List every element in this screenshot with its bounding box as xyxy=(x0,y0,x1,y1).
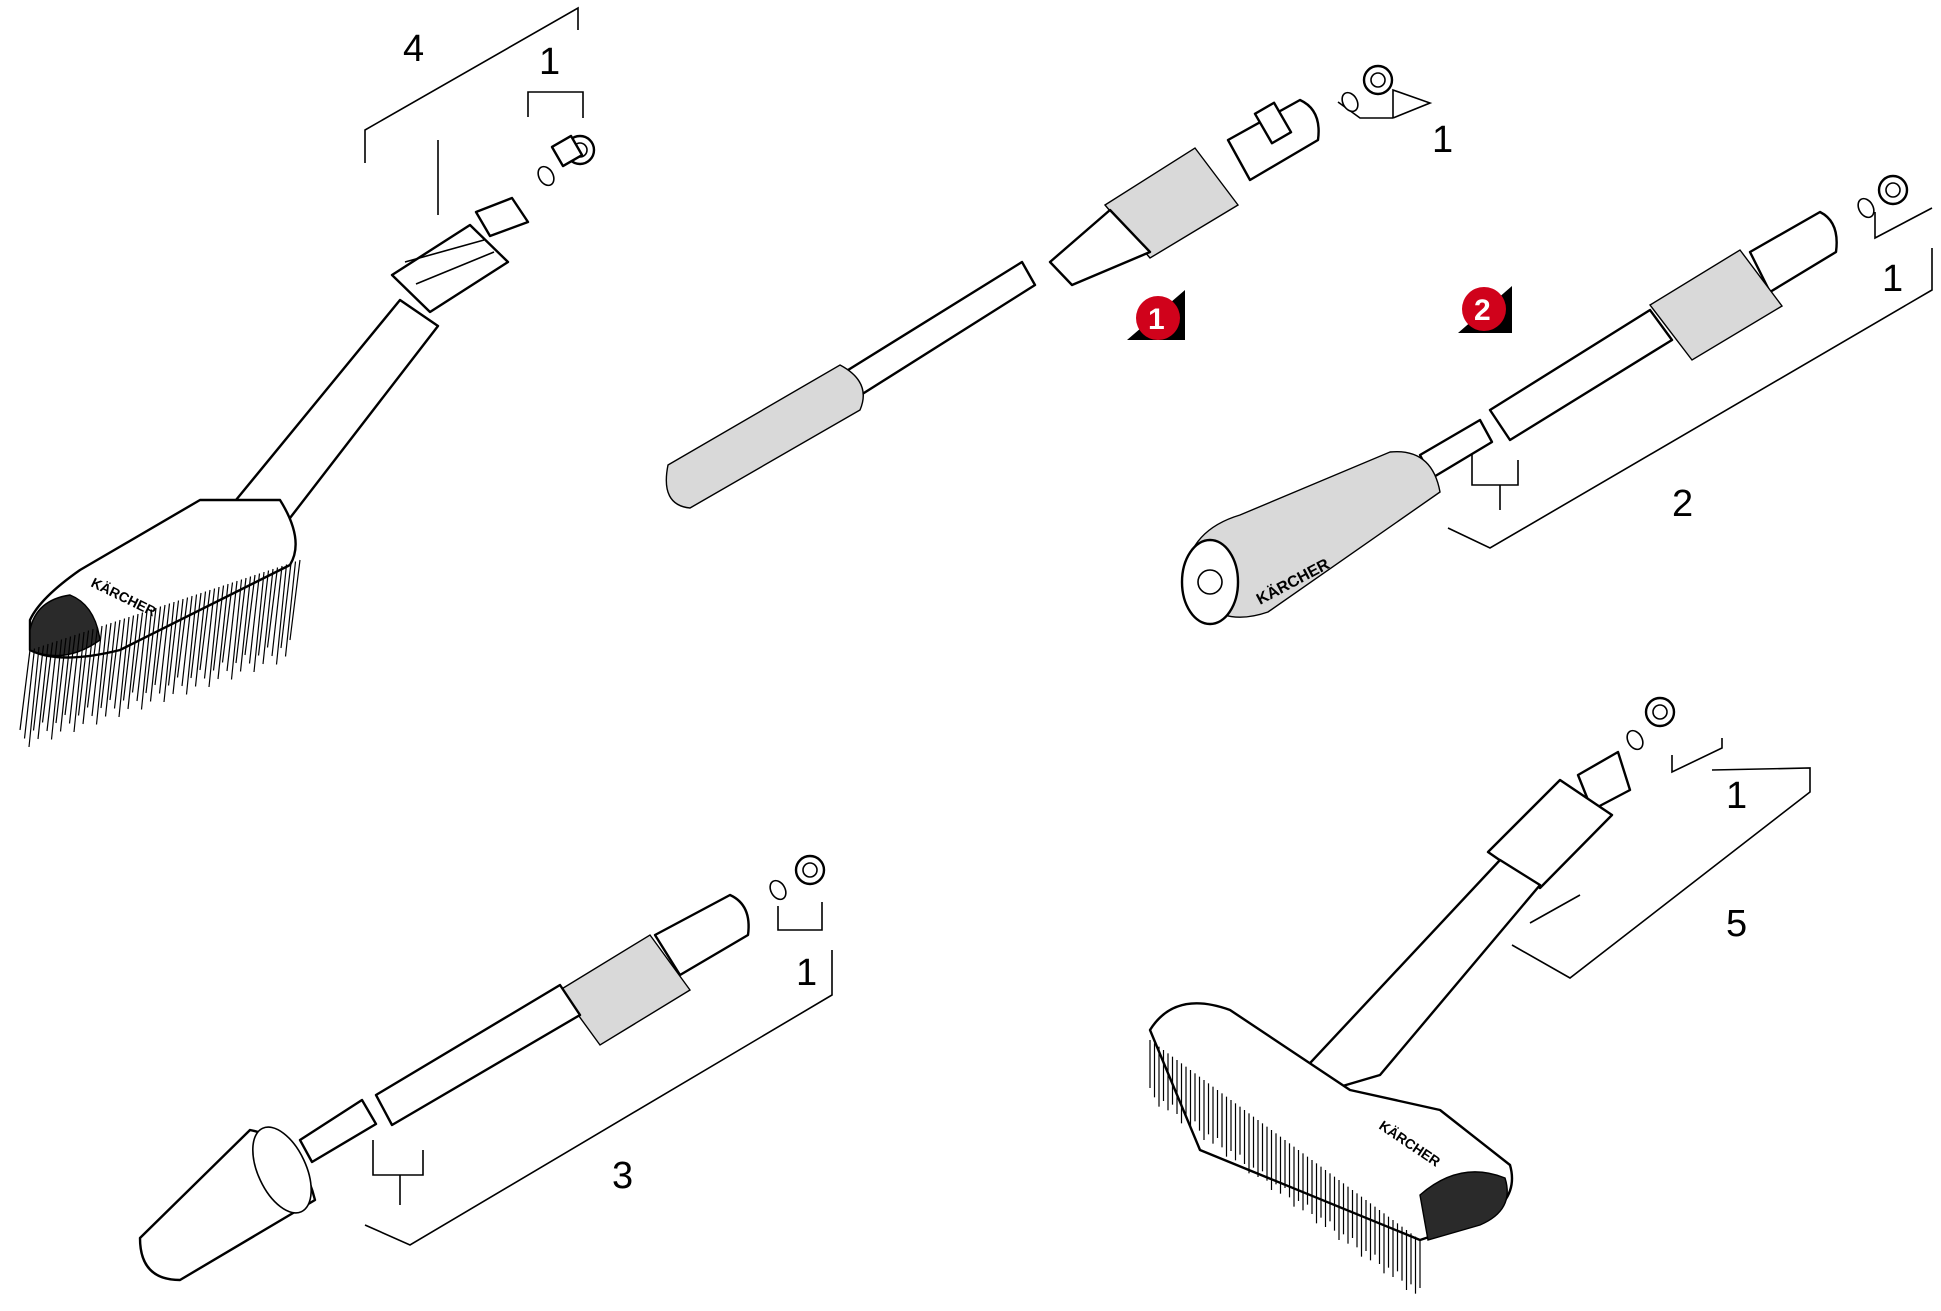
o-ring-bottom-right xyxy=(1626,729,1644,751)
brush-head xyxy=(28,498,297,659)
o-ring-bottom-left xyxy=(769,879,787,901)
lance-connector-bottom-left xyxy=(653,893,750,977)
wide-brush-bristles xyxy=(1149,1040,1421,1294)
nozzle-right xyxy=(1877,174,1909,206)
bracket-item-5 xyxy=(1511,767,1811,979)
badge-2-label: 2 xyxy=(1474,294,1491,327)
o-ring-center-top xyxy=(1341,91,1359,113)
lance-tube-lower xyxy=(838,260,1037,400)
nozzle-center-top xyxy=(1362,64,1394,96)
brush-bristles xyxy=(19,559,301,748)
bracket-item-3 xyxy=(364,950,833,1246)
spray-lance-top xyxy=(665,64,1433,509)
lance-tube-right-upper xyxy=(1488,308,1674,442)
item-3-rotor-lance xyxy=(138,854,833,1282)
bracket-nozzle-right xyxy=(1874,207,1933,240)
callout-3: 3 xyxy=(612,1155,633,1197)
badge-1-circle xyxy=(1136,296,1180,340)
callout-1-bottom-right: 1 xyxy=(1726,775,1747,817)
bracket-nozzle-bottom-right xyxy=(1671,738,1723,774)
lance-grip-bottom-left xyxy=(558,934,692,1046)
badge-2-circle xyxy=(1462,287,1506,331)
o-ring-top-left xyxy=(537,165,555,187)
lance-tube-upper xyxy=(1048,208,1152,287)
item-2-power-lance: KÄRCHER xyxy=(1180,174,1933,626)
callout-1-top-left: 1 xyxy=(539,41,560,83)
callout-1-right: 1 xyxy=(1882,258,1903,300)
nozzle-bottom-right xyxy=(1644,696,1676,728)
coupling-nut xyxy=(390,223,510,314)
nozzle-top-left xyxy=(550,134,596,168)
callout-2: 2 xyxy=(1672,483,1693,525)
lance-tube-bottom-left xyxy=(374,983,582,1127)
callout-5: 5 xyxy=(1726,903,1747,945)
item-4-wash-brush: KÄRCHER xyxy=(19,6,596,748)
bracket-item-4 xyxy=(364,6,579,163)
lance-grip-right xyxy=(1648,249,1784,361)
o-ring-right xyxy=(1857,197,1875,219)
bracket-item-2 xyxy=(1447,248,1933,549)
bracket-nozzle-bottom-left xyxy=(777,902,823,931)
badge-2: 2 xyxy=(1458,286,1512,333)
wide-brush-cap xyxy=(1419,1171,1508,1241)
item-5-wide-wash-brush: KÄRCHER xyxy=(1148,696,1811,1294)
callout-1-center-top: 1 xyxy=(1432,119,1453,161)
badge-1: 1 xyxy=(1127,290,1185,340)
wide-brush-handle xyxy=(1266,858,1542,1110)
lance-connector-right xyxy=(1748,210,1838,294)
coupling-tip xyxy=(474,196,530,238)
lance-handle xyxy=(665,364,864,509)
bracket-nozzle-top-left xyxy=(527,91,584,118)
callout-1-bottom-left: 1 xyxy=(796,952,817,994)
callout-4: 4 xyxy=(403,28,424,70)
badge-1-label: 1 xyxy=(1148,303,1165,336)
nozzle-bottom-left xyxy=(794,854,826,886)
